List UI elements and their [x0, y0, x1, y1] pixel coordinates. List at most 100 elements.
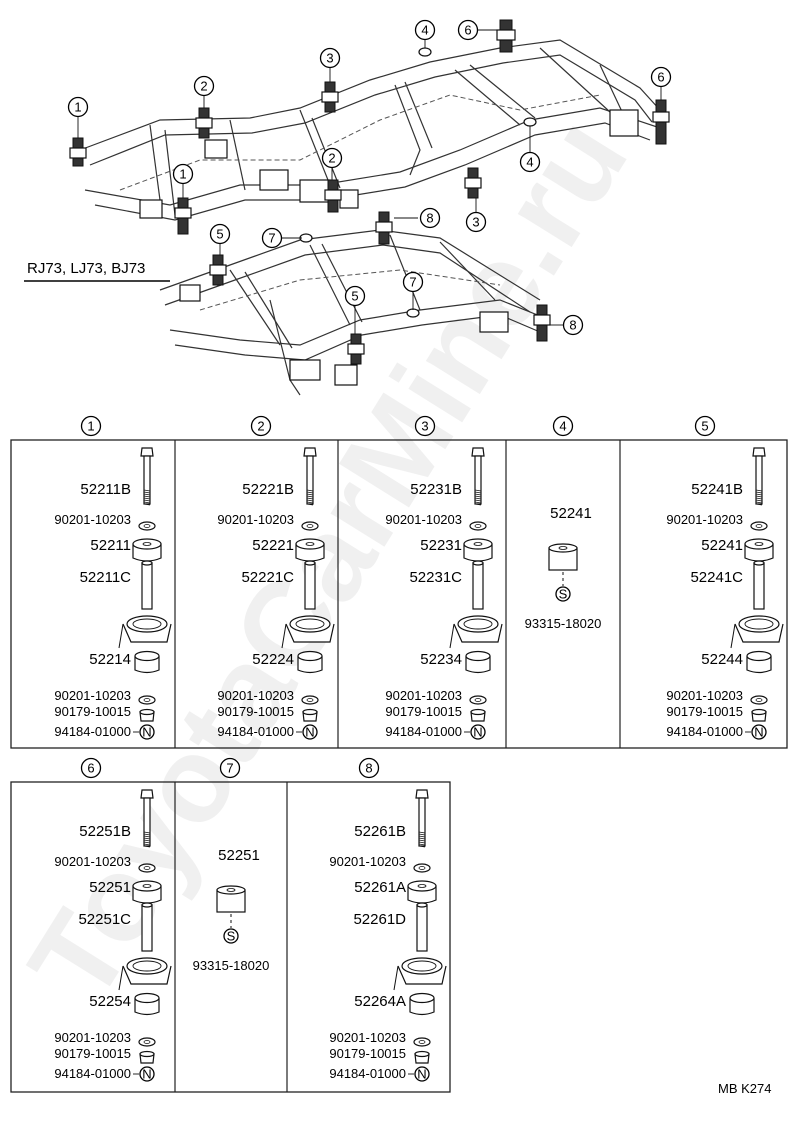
part-label: 52251 [89, 879, 131, 896]
frame-callout-7: 7 [402, 271, 424, 293]
washer-icon [138, 521, 156, 531]
part-label: 52264A [354, 993, 406, 1010]
collar-icon [416, 902, 428, 952]
svg-text:N: N [305, 725, 314, 740]
part-label: 52244 [701, 651, 743, 668]
frame-callout-8: 8 [419, 207, 441, 229]
washer-icon [750, 521, 768, 531]
part-label: 52221B [242, 481, 294, 498]
bolt-icon [140, 789, 154, 848]
cushion-icon [132, 880, 162, 904]
frame-callout-5: 5 [344, 285, 366, 307]
part-label: 52254 [89, 993, 131, 1010]
part-label: 52231B [410, 481, 462, 498]
part-label: 94184-01000 [329, 1066, 406, 1081]
bolt-icon [471, 447, 485, 506]
collar-icon [753, 560, 765, 610]
part-label: 90201-10203 [385, 688, 462, 703]
part-label: 52261B [354, 823, 406, 840]
svg-text:4: 4 [559, 419, 566, 434]
svg-text:7: 7 [226, 761, 233, 776]
part-label: 90179-10015 [54, 704, 131, 719]
footer-code: MB K274 [718, 1081, 771, 1096]
N-mark-icon: N [139, 724, 155, 740]
N-mark-icon: N [751, 724, 767, 740]
svg-text:2: 2 [328, 151, 335, 166]
svg-text:N: N [142, 1067, 151, 1082]
lower-cushion-icon [465, 650, 491, 674]
svg-text:N: N [754, 725, 763, 740]
part-label: 52231 [420, 537, 462, 554]
upper-frame-drawing [79, 39, 661, 221]
svg-text:2: 2 [200, 79, 207, 94]
frame-bracket-icon [118, 615, 172, 649]
frame-callout-6: 6 [650, 66, 672, 88]
part-label: 52224 [252, 651, 294, 668]
svg-text:6: 6 [657, 70, 664, 85]
callout-leaders [77, 29, 662, 334]
frame-callout-1: 1 [67, 96, 89, 118]
nut-icon [414, 1050, 430, 1064]
frame-bracket-icon [281, 615, 335, 649]
group-header-8: 8 [358, 757, 380, 779]
svg-text:8: 8 [365, 761, 372, 776]
collar-icon [304, 560, 316, 610]
part-label: 52241B [691, 481, 743, 498]
N-mark-icon: N [139, 1066, 155, 1082]
part-label: 52261A [354, 879, 406, 896]
parts-group-2: 252221B90201-102035222152221C5222490201-… [217, 415, 335, 740]
part-label: 90201-10203 [666, 688, 743, 703]
part-label: 94184-01000 [666, 724, 743, 739]
svg-text:3: 3 [472, 215, 479, 230]
part-label: 93315-18020 [193, 958, 270, 973]
svg-text:N: N [142, 725, 151, 740]
group-header-2: 2 [250, 415, 272, 437]
parts-group-3: 352231B90201-102035223152231C5223490201-… [385, 415, 503, 740]
part-label: 52211C [80, 569, 132, 586]
table-row-1-frame [10, 439, 788, 749]
washer-icon [138, 695, 156, 705]
part-label: 90201-10203 [54, 1030, 131, 1045]
block-cushion-icon [216, 885, 246, 913]
svg-text:N: N [473, 725, 482, 740]
bolt-icon [140, 447, 154, 506]
svg-text:4: 4 [421, 23, 428, 38]
frame-callout-2: 2 [321, 147, 343, 169]
part-label: 52211 [90, 537, 131, 554]
part-label: 94184-01000 [54, 724, 131, 739]
frame-callout-4: 4 [414, 19, 436, 41]
svg-text:8: 8 [426, 211, 433, 226]
frame-callout-1: 1 [172, 163, 194, 185]
parts-group-5: 552241B90201-102035224152241C5224490201-… [666, 415, 784, 740]
washer-icon [469, 521, 487, 531]
nut-icon [470, 708, 486, 722]
part-label: 90201-10203 [329, 854, 406, 869]
collar-icon [141, 902, 153, 952]
nut-icon [139, 1050, 155, 1064]
frame-bracket-icon [730, 615, 784, 649]
block-cushion-icon [548, 543, 578, 571]
frame-callout-8: 8 [562, 314, 584, 336]
washer-icon [469, 695, 487, 705]
part-label: 94184-01000 [217, 724, 294, 739]
part-label: 90201-10203 [217, 688, 294, 703]
table-row-2-frame [10, 781, 451, 1093]
svg-text:8: 8 [569, 318, 576, 333]
svg-text:5: 5 [216, 227, 223, 242]
frame-mounts [69, 19, 670, 365]
cushion-icon [132, 538, 162, 562]
svg-text:5: 5 [701, 419, 708, 434]
frame-callout-7: 7 [261, 227, 283, 249]
svg-text:7: 7 [409, 275, 416, 290]
parts-table: 152211B90201-102035221152211C5221490201-… [10, 415, 788, 1093]
svg-text:N: N [417, 1067, 426, 1082]
model-label: RJ73, LJ73, BJ73 [27, 260, 145, 277]
part-label: 52221 [252, 537, 294, 554]
group-header-3: 3 [414, 415, 436, 437]
svg-text:7: 7 [268, 231, 275, 246]
group-header-4: 4 [552, 415, 574, 437]
part-label: 90179-10015 [329, 1046, 406, 1061]
group-header-6: 6 [80, 757, 102, 779]
